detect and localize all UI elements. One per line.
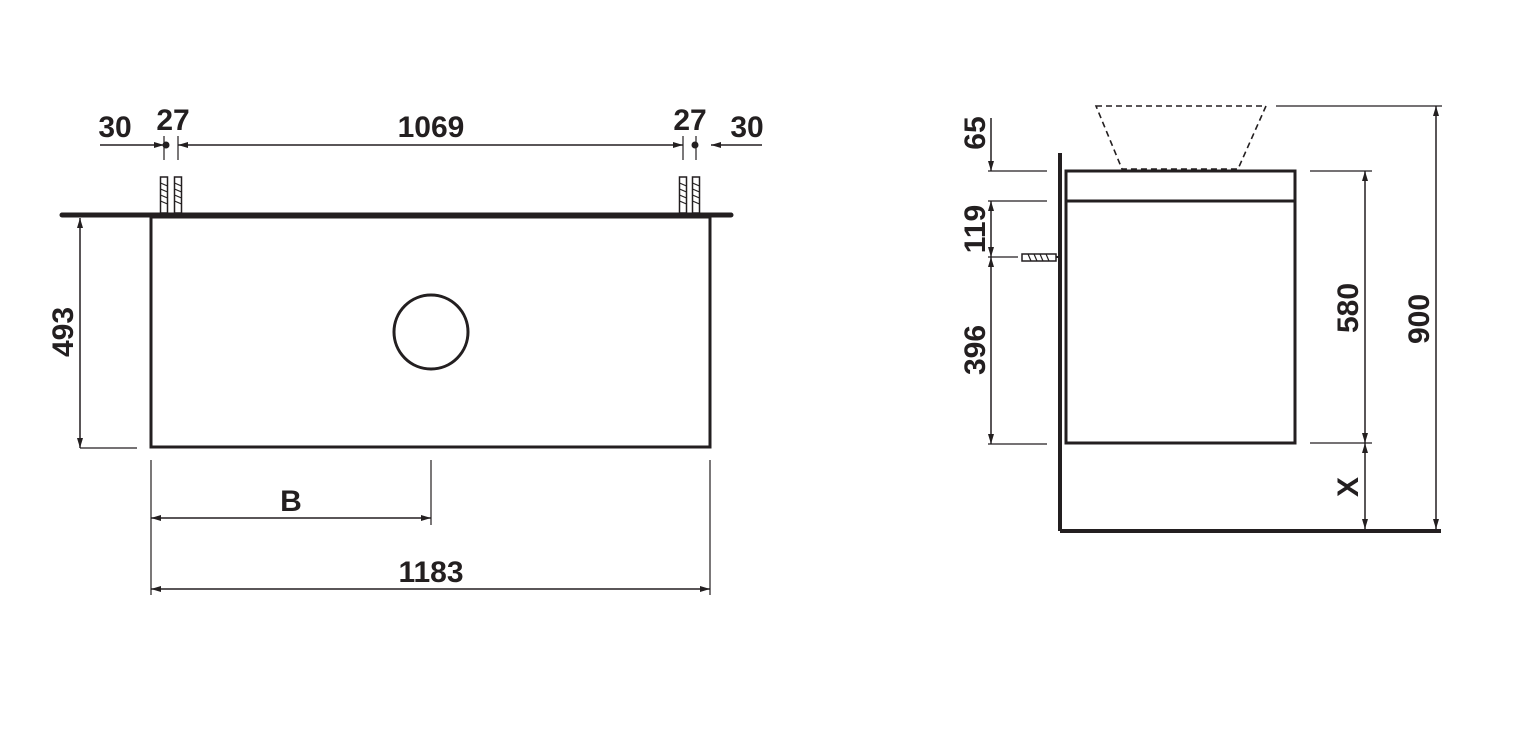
anchor-left-b (173, 176, 183, 214)
cabinet-side (1064, 169, 1297, 445)
right-dimension-chain (1276, 105, 1442, 529)
dim-b: B (280, 485, 302, 518)
dim-right-offset: 30 (730, 111, 763, 144)
anchor-left-a (159, 176, 169, 214)
dim-lower-height: 396 (959, 325, 992, 375)
point-dot-right (691, 141, 699, 149)
point-dot-left (162, 141, 170, 149)
width-dimension (151, 460, 711, 595)
cabinet-front (149, 215, 712, 449)
height-dimension (77, 218, 137, 449)
dim-total-width: 1183 (398, 556, 463, 589)
dim-cabinet-height: 580 (1332, 283, 1365, 333)
dim-basin-height: 65 (959, 116, 992, 149)
left-dimension-chain (988, 118, 1047, 445)
top-dimension (100, 136, 762, 160)
dim-floor-gap: X (1332, 477, 1365, 497)
anchor-right-b (691, 176, 701, 214)
basin-outline (1094, 105, 1268, 170)
side-view: 65 119 396 580 X 900 (959, 105, 1442, 533)
dim-right-anchor: 27 (673, 104, 706, 137)
b-dimension (150, 460, 432, 595)
knob-circle (392, 293, 470, 371)
dim-anchor-span: 1069 (398, 111, 465, 144)
dim-left-offset: 30 (98, 111, 131, 144)
dim-top-thickness: 119 (959, 205, 992, 253)
dim-height: 493 (47, 307, 80, 357)
front-view: 30 27 1069 27 30 493 B 1183 (47, 104, 764, 595)
dim-total-height: 900 (1403, 294, 1436, 344)
wall-anchor (1021, 253, 1062, 262)
anchor-right-a (678, 176, 688, 214)
dim-left-anchor: 27 (156, 104, 189, 137)
